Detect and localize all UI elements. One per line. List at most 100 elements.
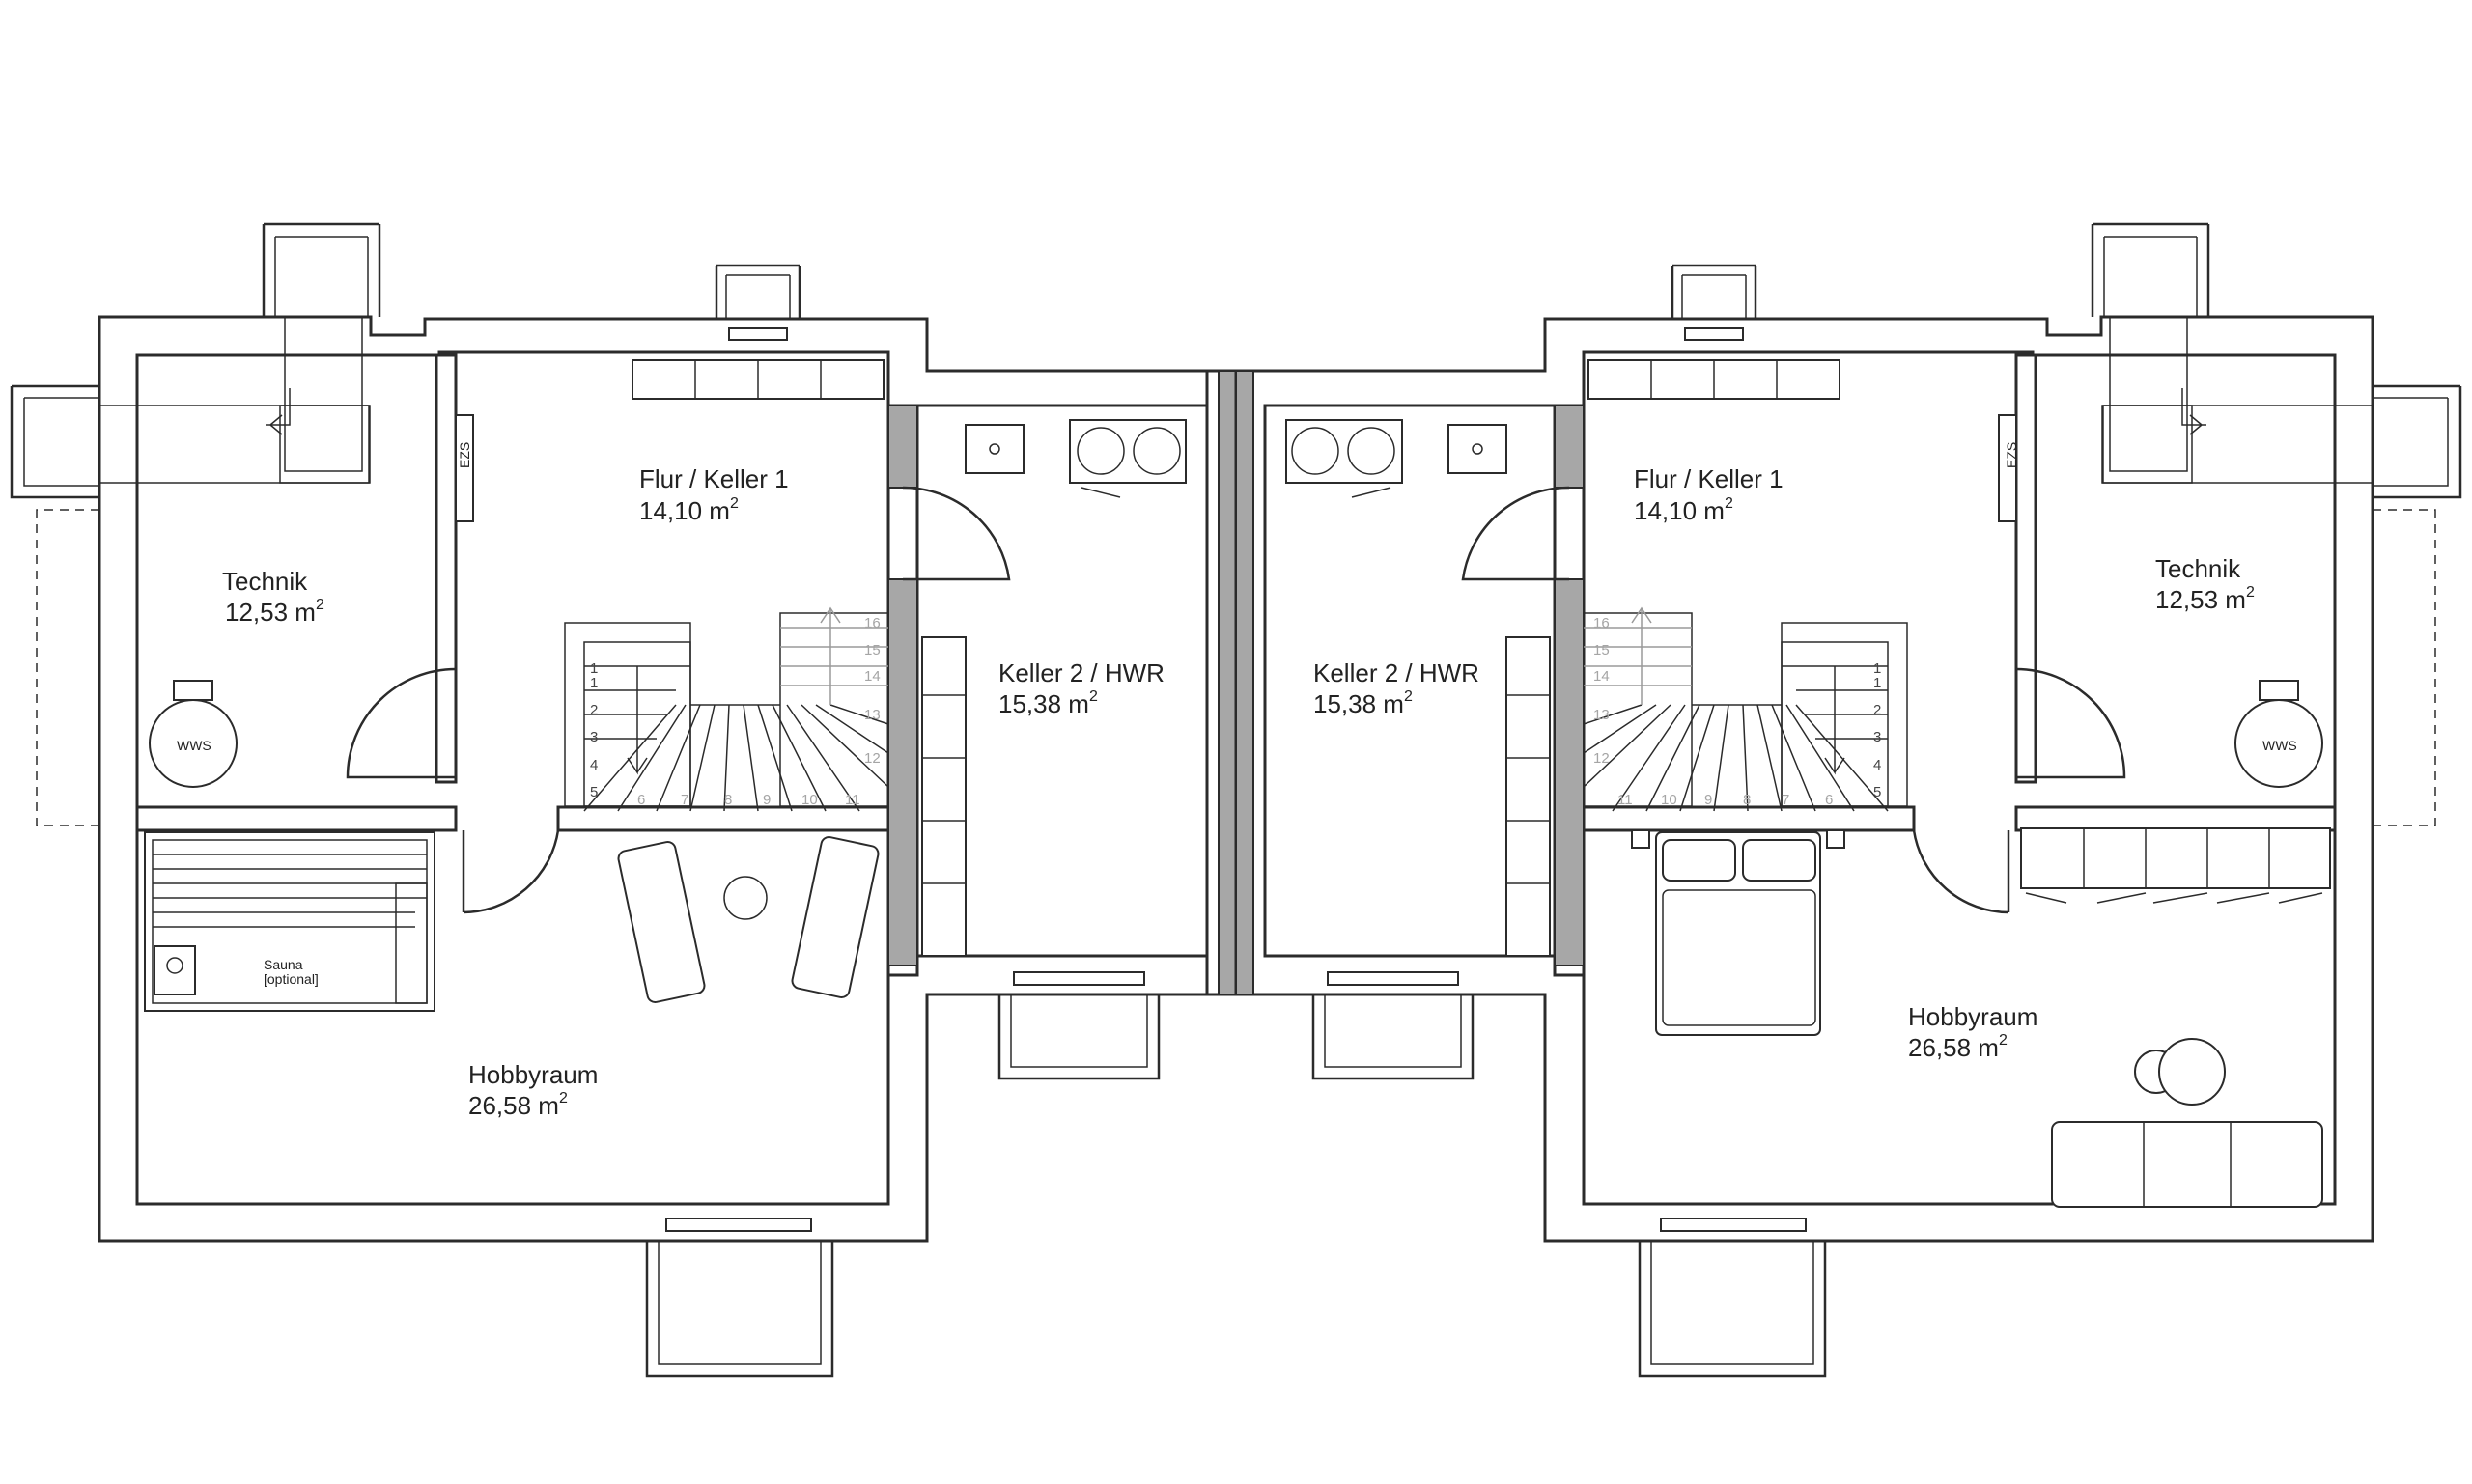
party-wall-fill xyxy=(1235,370,1254,995)
door-hobby xyxy=(462,829,560,914)
svg-text:6: 6 xyxy=(1825,792,1833,808)
svg-text:7: 7 xyxy=(681,792,688,808)
area-unit-sup: 2 xyxy=(1999,1032,2008,1049)
area-unit-sup: 2 xyxy=(559,1090,568,1106)
svg-text:9: 9 xyxy=(763,792,771,808)
svg-text:4: 4 xyxy=(590,757,598,773)
light-well xyxy=(1638,1241,1827,1378)
sink-icon xyxy=(965,424,1025,474)
svg-text:16: 16 xyxy=(864,615,881,631)
room-name-flur-right: Flur / Keller 1 xyxy=(1634,464,1784,493)
svg-text:15,38 m2: 15,38 m2 xyxy=(1313,688,1413,718)
room-area-keller2-left: 15,38 m xyxy=(998,689,1089,718)
washer-dryer xyxy=(1285,419,1403,484)
room-name-technik-right: Technik xyxy=(2155,554,2241,583)
light-well xyxy=(1671,264,1757,319)
svg-text:4: 4 xyxy=(1873,757,1881,773)
svg-text:1: 1 xyxy=(1873,675,1881,691)
stair-right: 1 1 2 3 4 5 6 7 8 9 10 11 12 13 14 15 16 xyxy=(1583,606,1908,812)
svg-text:15: 15 xyxy=(864,642,881,658)
terrace-outline xyxy=(2373,509,2436,826)
pillar xyxy=(887,578,918,966)
sauna xyxy=(144,831,435,1012)
room-name-keller2-right: Keller 2 / HWR xyxy=(1313,658,1479,687)
light-well xyxy=(262,222,381,317)
wall-technik-hobby xyxy=(2014,805,2337,832)
room-area-hobby-right: 26,58 m xyxy=(1908,1033,1999,1062)
svg-text:10: 10 xyxy=(1661,792,1677,808)
meter-cabinet xyxy=(455,414,474,522)
light-well xyxy=(1311,994,1475,1080)
svg-text:10: 10 xyxy=(801,792,818,808)
tank-label-left: WWS xyxy=(177,738,211,753)
svg-text:13: 13 xyxy=(864,707,881,723)
pillar xyxy=(1554,578,1585,966)
room-area-keller2-right: 15,38 m xyxy=(1313,689,1404,718)
meter-cabinet xyxy=(1998,414,2017,522)
meter-label-right: EZS xyxy=(2004,442,2019,468)
svg-text:11: 11 xyxy=(1617,792,1633,808)
sink-icon xyxy=(1447,424,1507,474)
room-name-hobby-right: Hobbyraum xyxy=(1908,1002,2037,1031)
svg-text:16: 16 xyxy=(1593,615,1610,631)
duct xyxy=(2109,316,2188,472)
sauna-note: [optional] xyxy=(264,971,319,987)
door-keller2 xyxy=(1461,486,1570,581)
svg-text:2: 2 xyxy=(590,702,598,718)
room-name-technik-left: Technik xyxy=(222,567,308,596)
svg-text:13: 13 xyxy=(1593,707,1610,723)
svg-text:14,10 m2: 14,10 m2 xyxy=(1634,495,1733,525)
shelf xyxy=(1505,636,1551,957)
washer-dryer xyxy=(1069,419,1187,484)
wall-stair-bottom xyxy=(1582,805,1916,832)
terrace-outline xyxy=(36,509,99,826)
pillar xyxy=(887,405,918,489)
table xyxy=(2158,1038,2226,1106)
svg-text:14,10 m2: 14,10 m2 xyxy=(639,495,739,525)
wall-technik-flur xyxy=(435,353,458,784)
area-unit-sup: 2 xyxy=(730,495,739,512)
svg-text:12,53 m2: 12,53 m2 xyxy=(2155,584,2255,614)
area-unit-sup: 2 xyxy=(2246,584,2255,601)
wall-technik-hobby xyxy=(135,805,458,832)
light-well xyxy=(715,264,801,319)
door-technik xyxy=(346,667,457,779)
lounger xyxy=(617,835,880,1004)
light-well xyxy=(10,384,99,499)
bed xyxy=(1631,829,1845,1036)
svg-text:12,53 m2: 12,53 m2 xyxy=(225,597,324,627)
svg-text:1: 1 xyxy=(590,675,598,691)
left-exterior-wall xyxy=(98,315,1238,1243)
sauna-label: Sauna xyxy=(264,957,303,972)
left-unit: 1 1 2 3 4 5 6 7 8 9 10 11 12 13 14 15 16 xyxy=(10,222,1238,1378)
area-unit-sup: 2 xyxy=(1089,688,1098,705)
svg-text:11: 11 xyxy=(845,792,860,808)
door-keller2 xyxy=(902,486,1011,581)
room-name-hobby-left: Hobbyraum xyxy=(468,1060,598,1089)
svg-text:5: 5 xyxy=(590,784,598,800)
right-exterior-wall xyxy=(1234,315,2374,1243)
light-well xyxy=(2091,222,2210,317)
svg-text:9: 9 xyxy=(1704,792,1712,808)
wall-stair-bottom xyxy=(556,805,890,832)
room-area-technik-right: 12,53 m xyxy=(2155,585,2246,614)
area-unit-sup: 2 xyxy=(1725,495,1733,512)
wall-technik-flur xyxy=(2014,353,2037,784)
light-well xyxy=(2373,384,2462,499)
light-well xyxy=(645,1241,834,1378)
light-well xyxy=(997,994,1161,1080)
duct xyxy=(284,316,363,472)
svg-text:8: 8 xyxy=(724,792,732,808)
tank-label-right: WWS xyxy=(2262,738,2297,753)
svg-text:26,58 m2: 26,58 m2 xyxy=(468,1090,568,1120)
room-name-keller2-left: Keller 2 / HWR xyxy=(998,658,1165,687)
wardrobe xyxy=(2020,827,2331,889)
svg-text:8: 8 xyxy=(1743,792,1751,808)
svg-text:7: 7 xyxy=(1782,792,1789,808)
svg-text:15: 15 xyxy=(1593,642,1610,658)
door-technik xyxy=(2015,667,2126,779)
area-unit-sup: 2 xyxy=(1404,688,1413,705)
svg-text:6: 6 xyxy=(637,792,645,808)
svg-text:12: 12 xyxy=(864,750,881,767)
